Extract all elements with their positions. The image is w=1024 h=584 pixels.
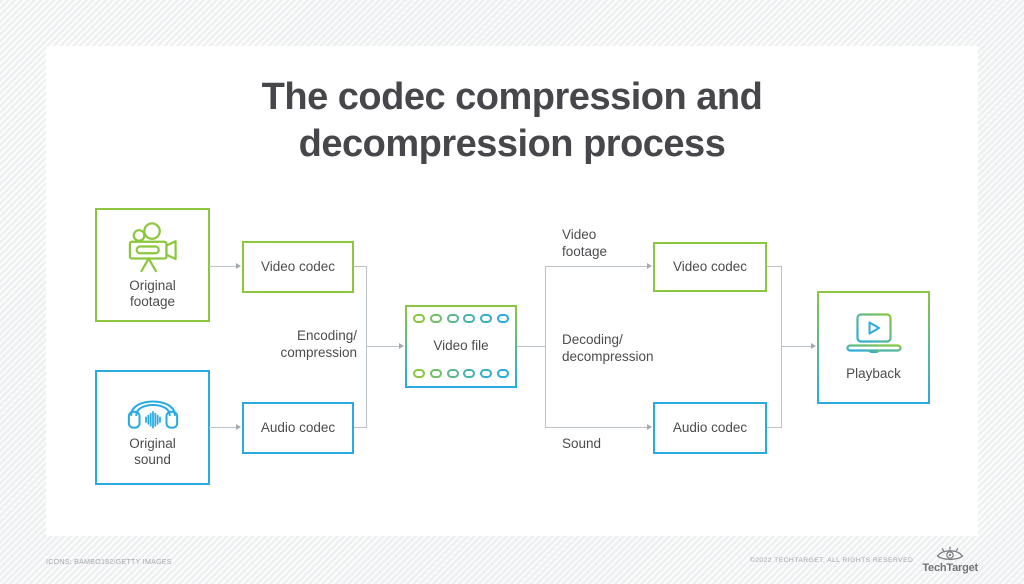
- audio-codec-right-box: Audio codec: [653, 402, 767, 454]
- arrow-right-icon: [811, 343, 816, 349]
- arrow-right-icon: [647, 424, 652, 430]
- node-label: Audio codec: [260, 420, 336, 435]
- headphones-icon: [127, 400, 178, 429]
- node-label: Video codec: [672, 259, 748, 274]
- sound-label: Sound: [562, 436, 602, 451]
- node-label: Video codec: [260, 259, 336, 274]
- film-strip-icon: [413, 314, 509, 323]
- connector: [209, 427, 237, 428]
- footer-brand-block: ©2022 TECHTARGET, ALL RIGHTS RESERVED Te…: [750, 546, 978, 574]
- connector: [366, 266, 367, 428]
- connector: [354, 266, 367, 267]
- connector: [354, 427, 367, 428]
- node-label: Video file: [433, 338, 489, 353]
- arrow-right-icon: [236, 424, 241, 430]
- video-codec-left-box: Video codec: [242, 241, 354, 293]
- arrow-right-icon: [647, 263, 652, 269]
- brand-wordmark: TechTarget: [922, 562, 978, 574]
- connector: [366, 346, 400, 347]
- node-label: Playback: [846, 366, 901, 381]
- infographic-card: The codec compression and decompression …: [46, 46, 978, 536]
- connector: [545, 427, 648, 428]
- node-label: Original footage: [129, 277, 176, 309]
- original-footage-box: Original footage: [95, 208, 210, 322]
- audio-codec-left-box: Audio codec: [242, 402, 354, 454]
- film-strip-icon: [413, 369, 509, 378]
- decoding-decompression-label: Decoding/ decompression: [562, 332, 654, 364]
- eye-logo-icon: [937, 546, 964, 560]
- connector: [781, 266, 782, 428]
- video-file-box: Video file: [405, 305, 517, 388]
- encoding-compression-label: Encoding/ compression: [280, 328, 357, 360]
- video-camera-icon: [128, 221, 177, 272]
- original-sound-box: Original sound: [95, 370, 210, 485]
- playback-box: Playback: [817, 291, 930, 404]
- connector: [767, 266, 781, 267]
- connector: [209, 266, 237, 267]
- page-title: The codec compression and decompression …: [261, 76, 763, 165]
- node-label: Audio codec: [672, 420, 748, 435]
- video-codec-right-box: Video codec: [653, 242, 767, 292]
- connector: [767, 427, 781, 428]
- connector: [545, 266, 648, 267]
- connector: [545, 266, 546, 428]
- node-label: Original sound: [129, 435, 176, 467]
- techtarget-logo: TechTarget: [922, 546, 978, 574]
- copyright-text: ©2022 TECHTARGET, ALL RIGHTS RESERVED: [749, 556, 914, 564]
- video-footage-label: Video footage: [562, 227, 608, 259]
- laptop-play-icon: [845, 313, 902, 354]
- arrow-right-icon: [236, 263, 241, 269]
- connector: [517, 346, 545, 347]
- arrow-right-icon: [399, 343, 404, 349]
- connector: [781, 346, 812, 347]
- icons-credit: ICONS: BAMBO182/GETTY IMAGES: [46, 559, 172, 566]
